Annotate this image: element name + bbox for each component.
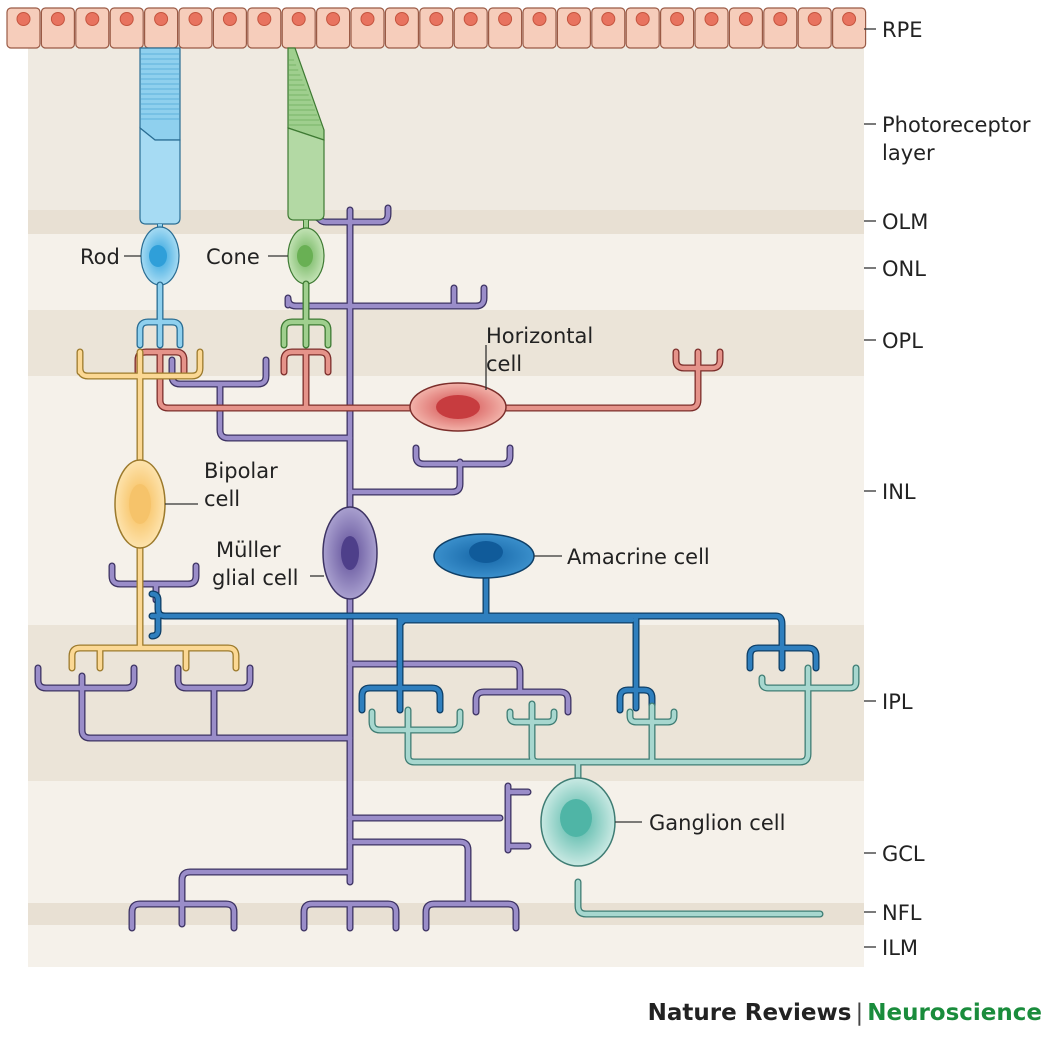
rpe-cell [350, 7, 385, 49]
rpe-cell [247, 7, 282, 49]
retina-diagram: RPE Photoreceptor layer OLM ONL OPL INL … [6, 7, 1031, 967]
credit-separator: | [855, 1000, 864, 1026]
label-ganglion: Ganglion cell [649, 811, 785, 835]
muller-nucleus [341, 536, 359, 570]
rpe-nucleus [154, 12, 169, 26]
rpe-nucleus [773, 12, 788, 26]
cone-cell [280, 47, 332, 349]
rpe-nucleus [291, 12, 306, 26]
rpe-cell [556, 7, 592, 49]
label-onl: ONL [882, 257, 926, 281]
rpe-cell [212, 7, 247, 49]
rpe-nucleus [463, 12, 478, 26]
cell-labels: Rod Cone Horizontal cell Bipolar cell Mü… [80, 245, 785, 835]
bipolar-cell [68, 348, 240, 672]
rpe-nucleus [498, 12, 513, 26]
label-amacrine: Amacrine cell [567, 545, 710, 569]
label-horizontal-line1: Horizontal [486, 324, 593, 348]
label-ilm: ILM [882, 936, 918, 960]
layer-labels: RPE Photoreceptor layer OLM ONL OPL INL … [882, 18, 1031, 960]
label-rod: Rod [80, 245, 120, 269]
label-muller-line1: Müller [216, 538, 281, 562]
rpe-nucleus [704, 12, 719, 26]
rpe-nucleus [601, 12, 616, 26]
rpe-cell [316, 7, 351, 49]
rpe-nucleus [394, 12, 409, 26]
rpe-cell [694, 7, 729, 49]
rpe-nucleus [360, 12, 375, 26]
rpe-nucleus [635, 12, 650, 26]
label-olm: OLM [882, 210, 928, 234]
rpe-cell [6, 7, 41, 49]
rpe-cell [488, 7, 523, 49]
rpe-cell [419, 7, 454, 49]
rpe-nucleus [429, 12, 444, 26]
label-ipl: IPL [882, 690, 913, 714]
leader-lines [124, 28, 876, 948]
label-bipolar-line2: cell [204, 487, 240, 511]
rpe-cell [591, 7, 626, 49]
ganglion-cell [368, 664, 860, 918]
horizontal-nucleus [436, 395, 480, 419]
rpe-nucleus [807, 12, 822, 26]
ganglion-nucleus [560, 799, 592, 837]
amacrine-nucleus [469, 541, 503, 563]
rpe-cell [178, 7, 213, 49]
rpe-nucleus [326, 12, 341, 26]
rpe-cell [522, 7, 557, 49]
label-rpe: RPE [882, 18, 923, 42]
rpe-cell-row [6, 7, 867, 49]
rpe-nucleus [532, 12, 547, 26]
rpe-nucleus [257, 12, 272, 26]
bipolar-nucleus [129, 484, 151, 524]
label-gcl: GCL [882, 842, 925, 866]
rpe-nucleus [842, 12, 857, 26]
journal-name: Neuroscience [867, 1000, 1042, 1026]
rpe-nucleus [16, 12, 31, 26]
rpe-nucleus [566, 12, 581, 26]
label-horizontal-line2: cell [486, 352, 522, 376]
label-inl: INL [882, 480, 916, 504]
rpe-cell [797, 7, 832, 49]
rpe-nucleus [670, 12, 685, 26]
rpe-nucleus [188, 12, 203, 26]
rpe-nucleus [222, 12, 237, 26]
rpe-cell [831, 7, 867, 49]
rpe-nucleus [119, 12, 134, 26]
brand-name: Nature Reviews [647, 1000, 852, 1026]
rpe-cell [659, 7, 695, 49]
rpe-cell [763, 7, 798, 49]
layer-bands [28, 45, 864, 967]
journal-credit: Nature Reviews|Neuroscience [648, 1000, 1042, 1026]
rpe-cell [728, 7, 764, 49]
rpe-cell [281, 7, 316, 49]
label-bipolar-line1: Bipolar [204, 459, 278, 483]
label-opl: OPL [882, 329, 923, 353]
rpe-cell [109, 7, 144, 49]
label-photoreceptor-line2: layer [882, 141, 935, 165]
label-photoreceptor-line1: Photoreceptor [882, 113, 1031, 137]
rpe-nucleus [738, 12, 753, 26]
rpe-cell [75, 7, 110, 49]
label-nfl: NFL [882, 901, 922, 925]
rpe-cell [453, 7, 488, 49]
rpe-cell [384, 7, 419, 49]
rpe-nucleus [50, 12, 65, 26]
rpe-cell [40, 7, 76, 49]
amacrine-cell [148, 574, 820, 714]
label-cone: Cone [206, 245, 260, 269]
rod-cell [136, 47, 184, 349]
rpe-nucleus [85, 12, 100, 26]
label-muller-line2: glial cell [212, 566, 299, 590]
rpe-cell [625, 7, 660, 49]
